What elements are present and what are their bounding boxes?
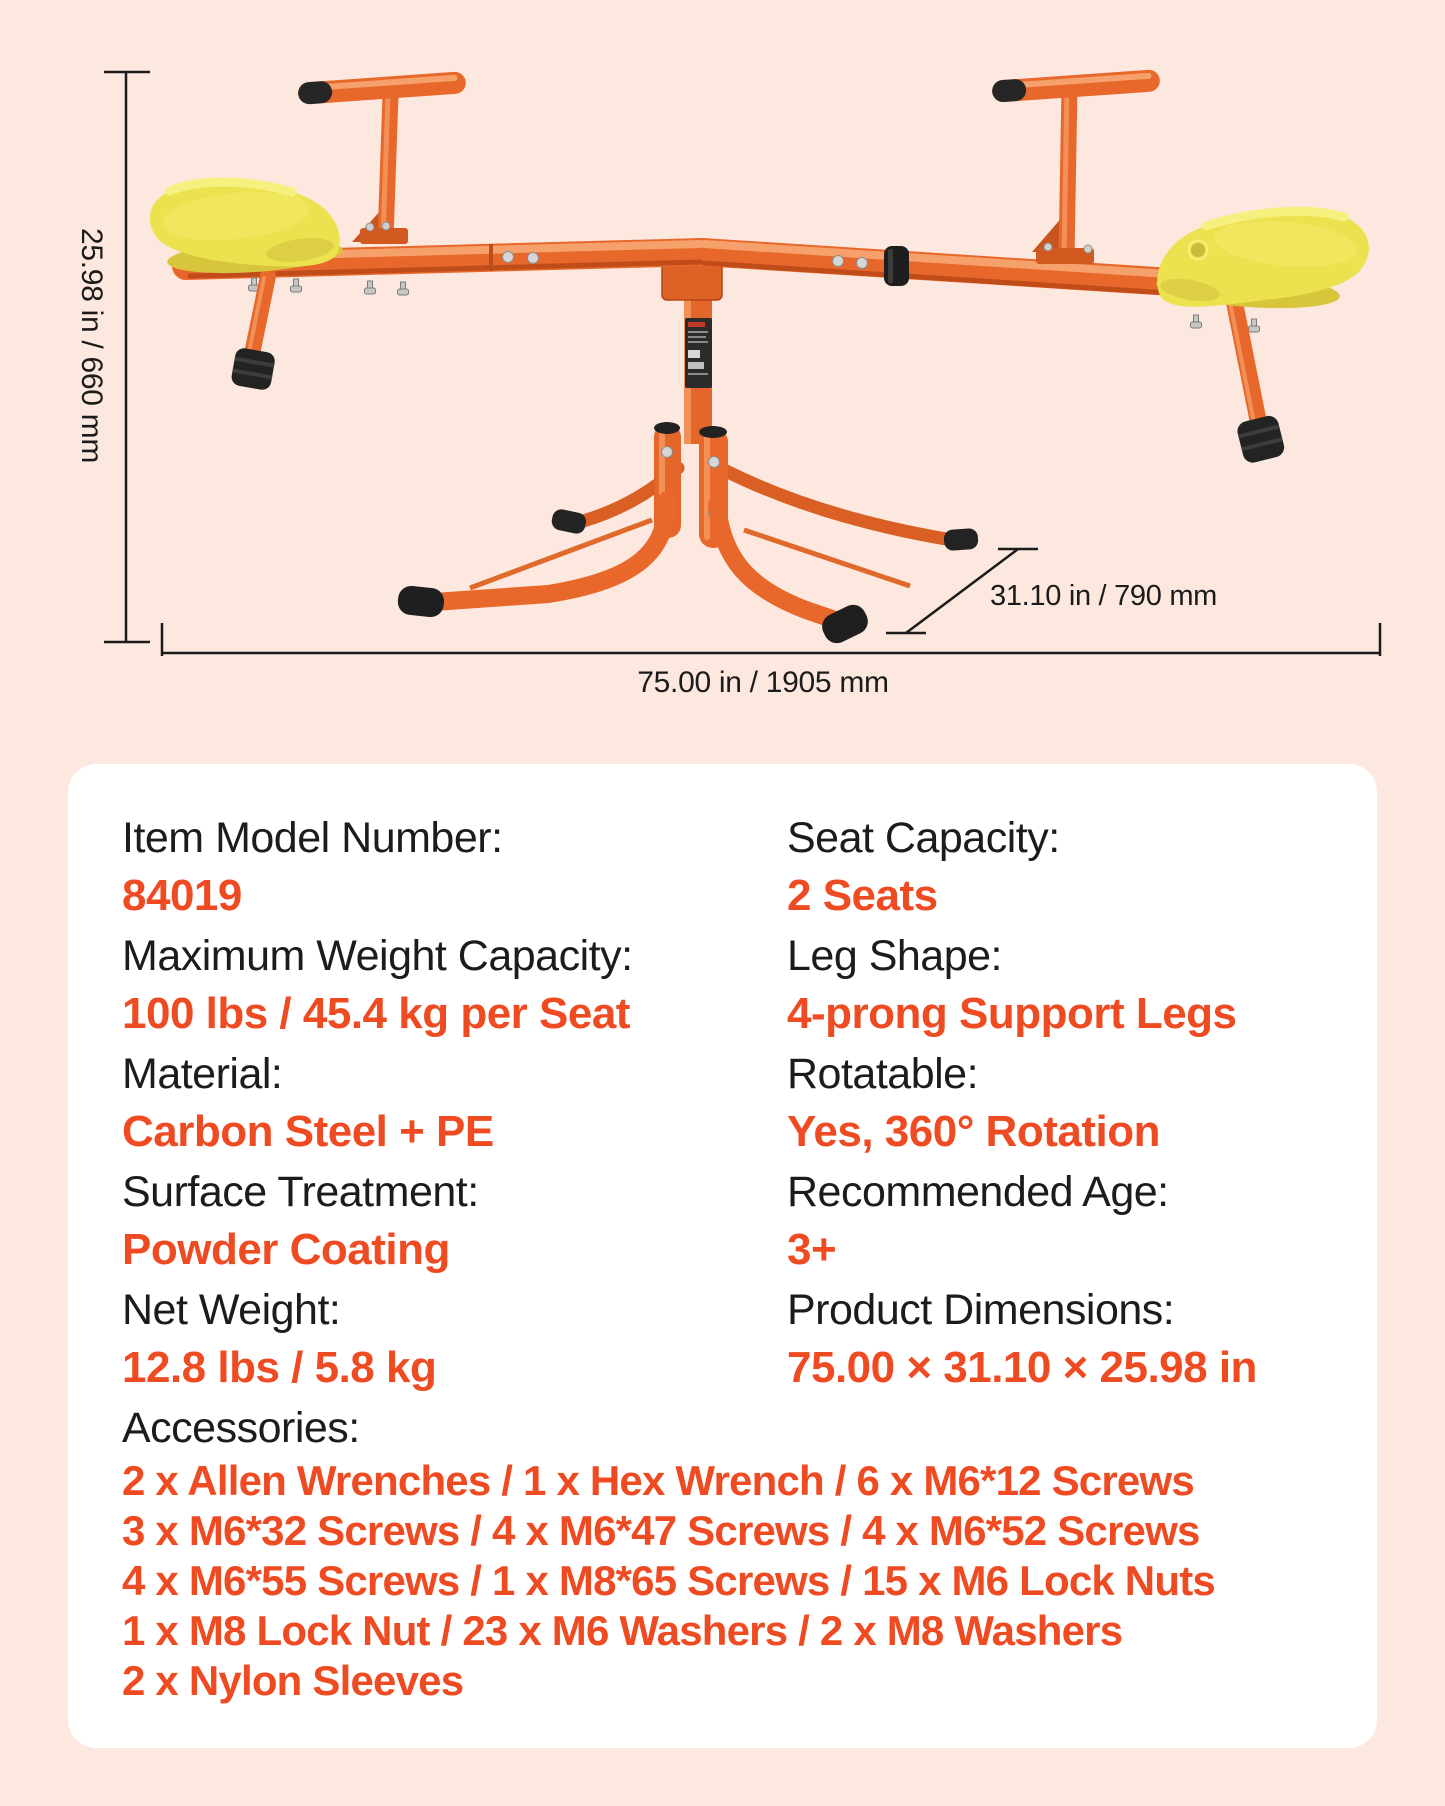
spec-product-dimensions: Product Dimensions: 75.00 × 31.10 × 25.9… — [787, 1282, 1339, 1396]
spec-value: 100 lbs / 45.4 kg per Seat — [122, 989, 630, 1038]
seesaw-drawing — [104, 69, 1382, 656]
spec-rotatable: Rotatable: Yes, 360° Rotation — [787, 1046, 1339, 1160]
spec-recommended-age: Recommended Age: 3+ — [787, 1164, 1339, 1278]
spec-material: Material: Carbon Steel + PE — [122, 1046, 787, 1160]
spec-seat-capacity: Seat Capacity: 2 Seats — [787, 810, 1339, 924]
left-seat — [149, 177, 343, 274]
spec-value: 4-prong Support Legs — [787, 989, 1237, 1038]
spec-value: 3+ — [787, 1225, 837, 1274]
rotation-collar — [884, 246, 909, 286]
accessories-line: 1 x M8 Lock Nut / 23 x M6 Washers / 2 x … — [122, 1607, 1123, 1654]
pedestal-base — [469, 461, 979, 591]
spec-leg-shape: Leg Shape: 4-prong Support Legs — [787, 928, 1339, 1042]
spec-columns: Item Model Number: 84019 Maximum Weight … — [122, 810, 1339, 1400]
product-illustration: 25.98 in / 660 mm 31.10 in / 790 mm 75.0… — [0, 0, 1445, 720]
spec-value: Carbon Steel + PE — [122, 1107, 494, 1156]
left-handlebar — [298, 71, 466, 244]
base-front-legs — [397, 491, 868, 644]
spec-value: 84019 — [122, 871, 242, 920]
spec-label: Product Dimensions: — [787, 1286, 1175, 1334]
spec-value: Yes, 360° Rotation — [787, 1107, 1160, 1156]
accessories-line: 2 x Allen Wrenches / 1 x Hex Wrench / 6 … — [122, 1457, 1195, 1504]
dimension-depth-label: 31.10 in / 790 mm — [990, 580, 1218, 612]
right-handlebar — [992, 69, 1160, 264]
spec-surface-treatment: Surface Treatment: Powder Coating — [122, 1164, 787, 1278]
spec-column-left: Item Model Number: 84019 Maximum Weight … — [122, 810, 787, 1400]
spec-label: Leg Shape: — [787, 932, 1002, 980]
spec-value: 12.8 lbs / 5.8 kg — [122, 1343, 437, 1392]
dimension-height-label: 25.98 in / 660 mm — [75, 228, 108, 464]
spec-label: Net Weight: — [122, 1286, 341, 1334]
accessories-line: 2 x Nylon Sleeves — [122, 1657, 464, 1704]
spec-net-weight: Net Weight: 12.8 lbs / 5.8 kg — [122, 1282, 787, 1396]
center-post — [684, 294, 712, 444]
spec-label: Recommended Age: — [787, 1168, 1169, 1216]
spec-value: 75.00 × 31.10 × 25.98 in — [787, 1343, 1257, 1392]
spec-card: Item Model Number: 84019 Maximum Weight … — [68, 764, 1377, 1748]
left-seat-leg — [231, 268, 276, 390]
spec-label: Seat Capacity: — [787, 814, 1060, 862]
spec-label: Item Model Number: — [122, 814, 503, 862]
right-seat-leg — [1225, 291, 1285, 463]
accessories-label: Accessories: — [122, 1404, 360, 1452]
spec-label: Material: — [122, 1050, 283, 1098]
dimension-lines — [104, 70, 1382, 656]
accessories-line: 3 x M6*32 Screws / 4 x M6*47 Screws / 4 … — [122, 1507, 1200, 1554]
spec-value: Powder Coating — [122, 1225, 450, 1274]
spec-label: Rotatable: — [787, 1050, 979, 1098]
accessories-line: 4 x M6*55 Screws / 1 x M8*65 Screws / 15… — [122, 1557, 1216, 1604]
beam-bolts — [248, 277, 1260, 333]
spec-value: 2 Seats — [787, 871, 938, 920]
warning-sticker — [685, 318, 712, 388]
spec-label: Surface Treatment: — [122, 1168, 479, 1216]
spec-label: Maximum Weight Capacity: — [122, 932, 633, 980]
spec-column-right: Seat Capacity: 2 Seats Leg Shape: 4-pron… — [787, 810, 1339, 1400]
spec-item-model-number: Item Model Number: 84019 — [122, 810, 787, 924]
spec-max-weight-capacity: Maximum Weight Capacity: 100 lbs / 45.4 … — [122, 928, 787, 1042]
right-seat — [1156, 206, 1369, 309]
dimension-length-label: 75.00 in / 1905 mm — [637, 666, 889, 699]
spec-accessories: Accessories: 2 x Allen Wrenches / 1 x He… — [122, 1400, 1339, 1706]
seesaw-beam — [172, 238, 1280, 333]
